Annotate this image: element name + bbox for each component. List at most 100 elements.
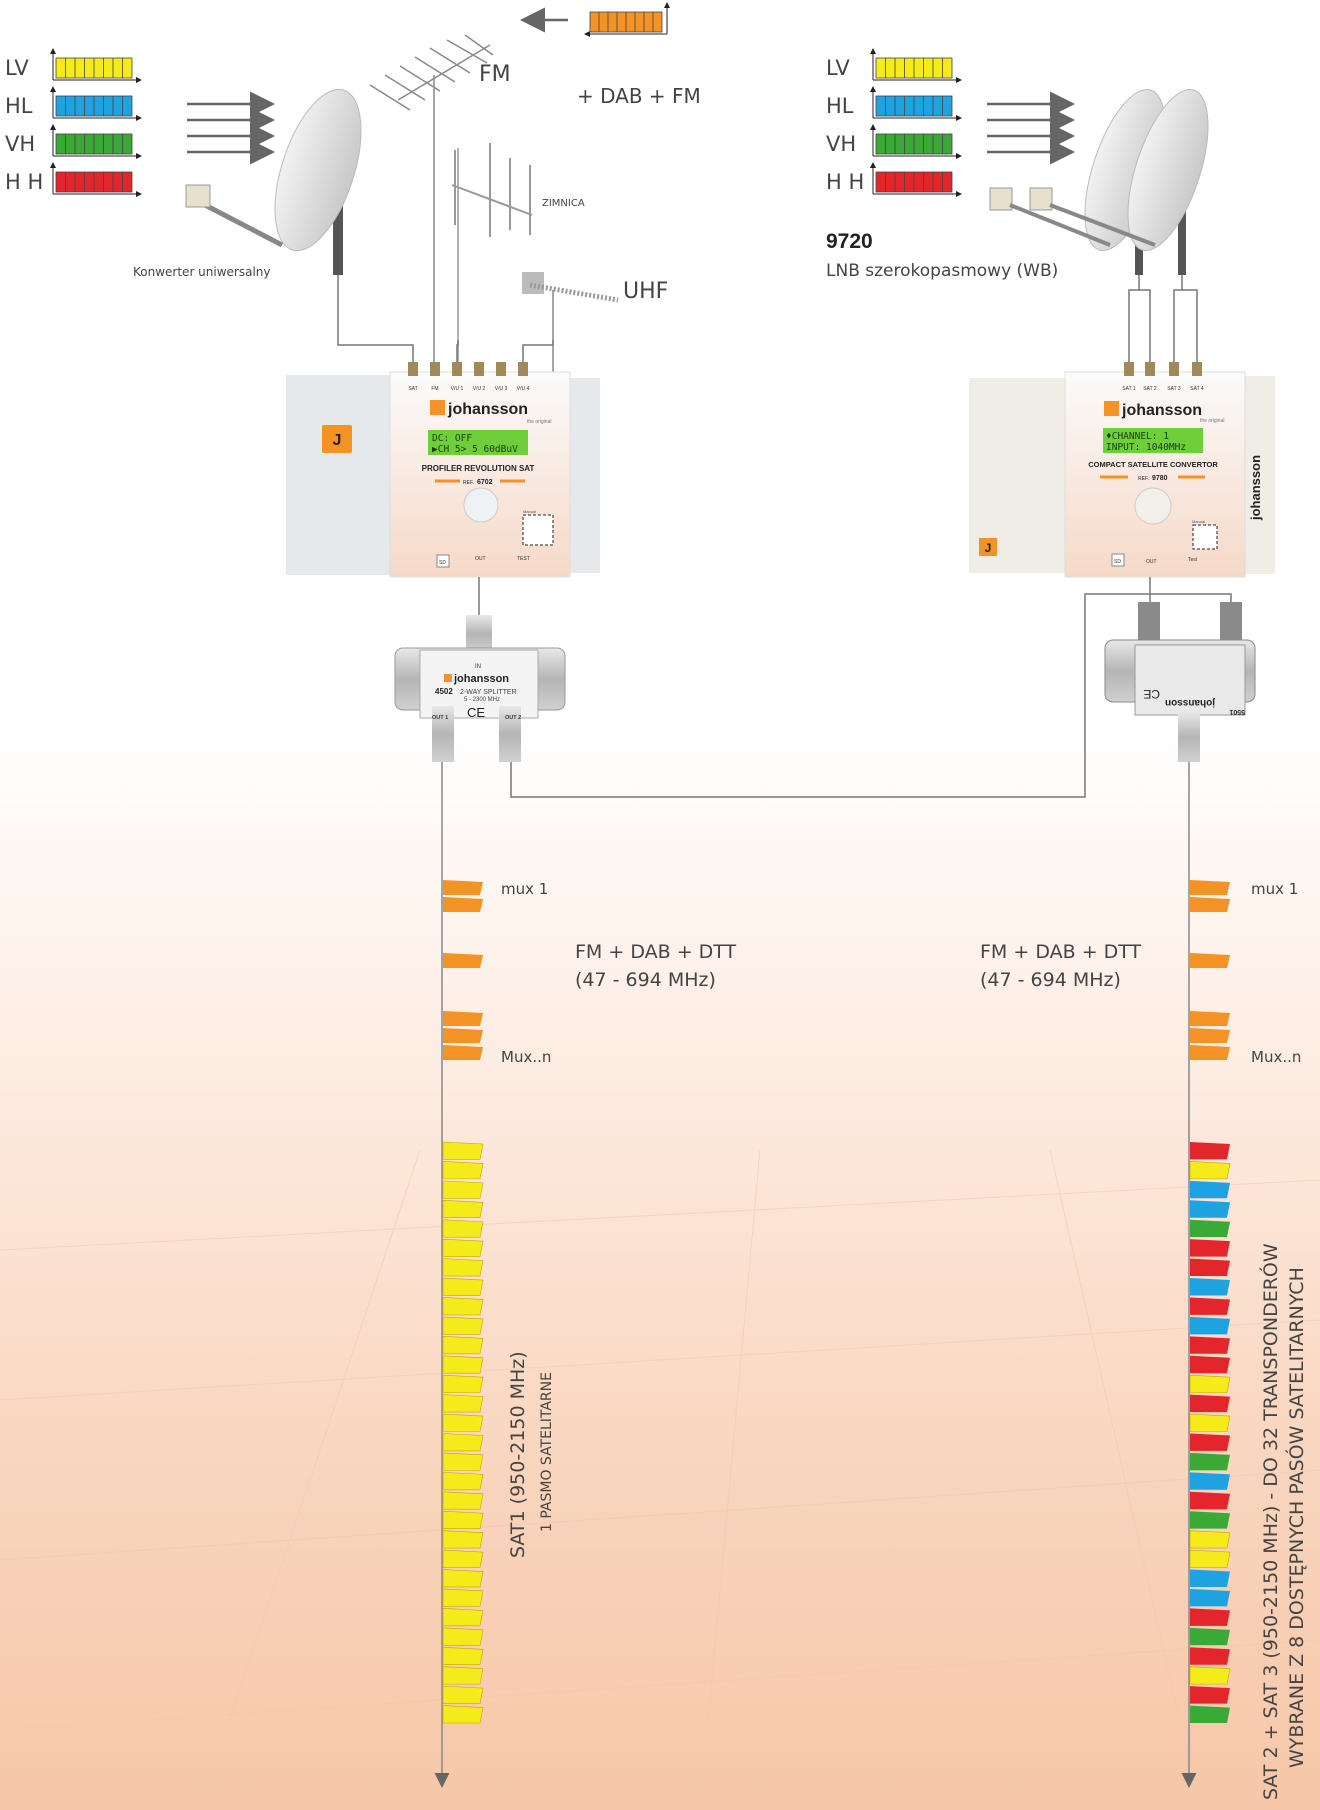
f-connector[interactable] xyxy=(496,362,506,376)
sat-transponder xyxy=(1189,1666,1231,1685)
f-connector[interactable] xyxy=(430,362,440,376)
zimnica-label: ZIMNICA xyxy=(542,198,585,209)
qr-code-icon xyxy=(1192,524,1218,550)
sat-transponder xyxy=(1190,1433,1230,1451)
spectrum-right xyxy=(1189,880,1231,1723)
legend-label: H H xyxy=(826,170,864,194)
cable-sat xyxy=(337,275,414,372)
f-connector[interactable] xyxy=(474,362,484,376)
fm-signal-bar xyxy=(520,2,670,37)
zimnica-antenna xyxy=(451,143,533,372)
sat-transponder xyxy=(442,1277,484,1296)
legend-label: LV xyxy=(826,56,850,80)
lnb-wb-label: LNB szerokopasmowy (WB) xyxy=(826,261,1058,281)
lnb-wideband-icon xyxy=(1029,187,1053,211)
legend-label: VH xyxy=(826,132,856,156)
splitter-brand: johansson xyxy=(1165,697,1216,708)
cable-sat1 xyxy=(1128,275,1140,372)
mux-carrier xyxy=(443,953,483,968)
cable-splitter-link xyxy=(510,593,1232,798)
f-connector[interactable] xyxy=(1192,362,1202,376)
out2-label: OUT 2 xyxy=(505,715,521,721)
sat-transponder xyxy=(1190,1219,1230,1238)
f-connector[interactable] xyxy=(452,362,462,376)
sat1-sublabel: 1 PASMO SATELITARNE xyxy=(539,1372,555,1532)
sat-transponder xyxy=(1190,1316,1230,1335)
out1-label: OUT 1 xyxy=(432,715,448,721)
port-label: V/U 2 xyxy=(473,386,486,392)
sat-transponder xyxy=(1190,1627,1230,1646)
brand-name: johansson xyxy=(447,401,528,418)
ref-prefix: REF. xyxy=(463,480,474,486)
sat-transponder xyxy=(442,1588,484,1607)
lnb-universal-icon xyxy=(185,184,211,208)
sat-transponder xyxy=(442,1219,484,1238)
sat-transponder xyxy=(1190,1258,1230,1277)
sat-transponder xyxy=(442,1685,484,1704)
sat-transponder xyxy=(442,1316,484,1335)
sat-transponder xyxy=(442,1258,484,1277)
legend-bar xyxy=(50,86,142,121)
legend-label: HL xyxy=(5,94,33,118)
sat-transponder xyxy=(442,1491,484,1510)
fm-antenna xyxy=(369,34,494,372)
mux-carrier xyxy=(1190,953,1230,968)
sat-transponder xyxy=(442,1199,484,1219)
sat-transponder xyxy=(442,1336,484,1355)
control-knob[interactable] xyxy=(463,487,499,523)
legend-bar xyxy=(50,48,142,83)
sat-transponder xyxy=(1190,1569,1230,1587)
f-connector[interactable] xyxy=(408,362,418,376)
lcd-line-1: ♦CHANNEL: 1 xyxy=(1106,431,1169,442)
legend-bar xyxy=(870,48,962,83)
sat-transponder xyxy=(1189,1549,1231,1568)
sat-transponder xyxy=(1190,1647,1230,1665)
sat-transponder xyxy=(442,1374,484,1393)
sat-transponder xyxy=(1189,1413,1231,1432)
sat-transponder xyxy=(1189,1530,1231,1549)
legend-bar xyxy=(870,86,962,121)
legend-bar xyxy=(50,162,142,197)
mux1-label-left: mux 1 xyxy=(501,880,548,898)
f-connector[interactable] xyxy=(1124,362,1134,376)
sat-transponder xyxy=(1190,1239,1230,1257)
f-connector[interactable] xyxy=(518,362,528,376)
sat-transponder xyxy=(442,1297,484,1316)
legend-label: H H xyxy=(5,170,43,194)
ce-mark: CE xyxy=(1143,687,1160,701)
lcd-line-2: ▶CH 5> 5 60dBuV xyxy=(432,444,518,455)
sat-transponder xyxy=(442,1394,484,1413)
sat-transponder xyxy=(442,1627,484,1646)
muxn-label-left: Mux..n xyxy=(501,1048,551,1066)
f-connector[interactable] xyxy=(1169,362,1179,376)
sat-transponder xyxy=(1190,1336,1230,1354)
test-label: TEST xyxy=(517,556,530,562)
sat-transponder xyxy=(442,1141,484,1160)
sat-transponder xyxy=(1190,1355,1230,1374)
sat-transponder xyxy=(1190,1686,1230,1704)
device-name: PROFILER REVOLUTION SAT xyxy=(422,464,535,473)
port-label: SAT 4 xyxy=(1190,386,1204,392)
sat-transponder xyxy=(1190,1491,1230,1510)
control-knob[interactable] xyxy=(1134,487,1172,525)
sat-transponder xyxy=(1189,1161,1231,1180)
legend-bar xyxy=(870,162,962,197)
sat-transponder xyxy=(442,1413,484,1432)
lcd-display xyxy=(428,430,528,455)
legend-label: HL xyxy=(826,94,854,118)
side-brand: johansson xyxy=(1248,455,1263,521)
manual-label: Manual xyxy=(523,509,536,514)
sat-transponder xyxy=(1190,1180,1230,1199)
legend-label: LV xyxy=(5,56,29,80)
brand-tagline: the original xyxy=(527,419,551,425)
f-connector[interactable] xyxy=(1145,362,1155,376)
qr-code-icon xyxy=(522,514,554,546)
sat-transponder xyxy=(1190,1452,1230,1471)
mux-carrier xyxy=(443,1045,483,1060)
manual-label: Manual xyxy=(1192,519,1205,524)
model-9720-label: 9720 xyxy=(826,230,873,253)
ce-mark: CE xyxy=(467,705,485,720)
legend-bar xyxy=(50,124,142,159)
sat-transponder xyxy=(1190,1297,1230,1315)
